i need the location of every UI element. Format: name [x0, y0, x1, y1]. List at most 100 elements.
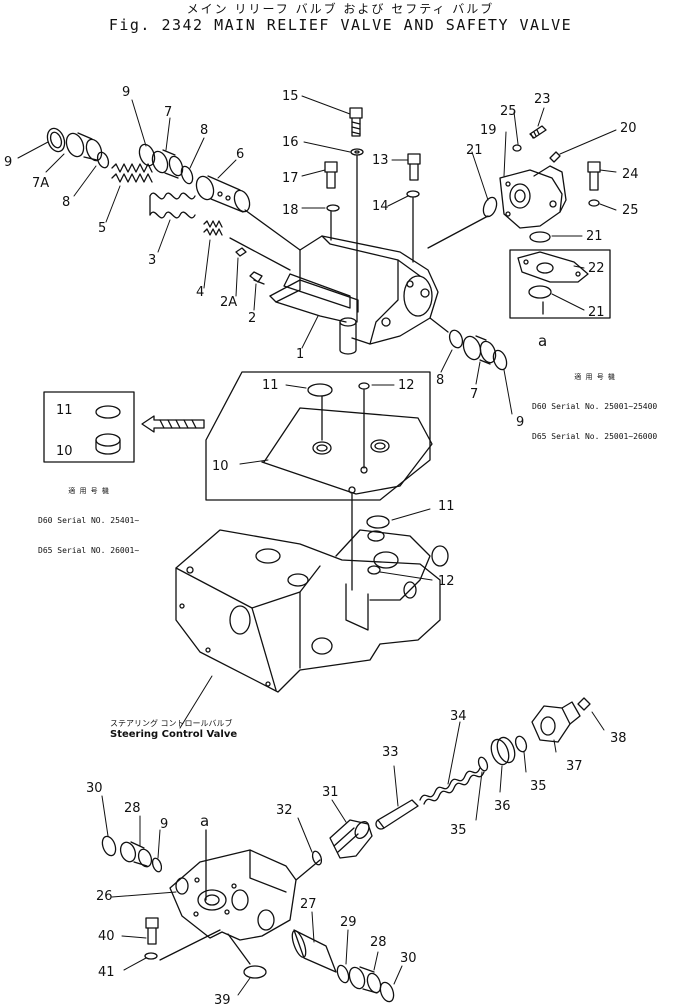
callout: 36	[494, 799, 511, 814]
callout: 35	[450, 823, 467, 838]
callout: 22	[588, 261, 605, 276]
callout: 10	[212, 459, 229, 474]
part-11-o-ring-plate	[307, 383, 333, 397]
callout: 17	[282, 171, 299, 186]
part-30-snap-ring-left	[101, 835, 117, 857]
callout: 35	[530, 779, 547, 794]
assembly-line-21	[427, 215, 489, 249]
callout: 9	[122, 85, 130, 100]
callout: a	[200, 812, 209, 830]
callout: 38	[610, 731, 627, 746]
part-11-o-ring-valve	[366, 515, 390, 529]
part-31-valve-body	[329, 819, 373, 859]
part-27-piston	[291, 929, 337, 973]
assembly-lines-left	[229, 209, 301, 271]
figure-title: Fig. 2342 MAIN RELIEF VALVE AND SAFETY V…	[108, 16, 573, 34]
callout: 41	[98, 965, 115, 980]
part-12-o-ring-plate	[358, 382, 370, 390]
serial-note-right-heading: 適 用 号 機	[574, 373, 615, 381]
leader-lines	[17, 95, 617, 996]
callout: 6	[236, 147, 244, 162]
steering-control-valve-body	[175, 529, 449, 693]
callout: 27	[300, 897, 317, 912]
callout: 37	[566, 759, 583, 774]
part-12-o-ring-valve	[367, 565, 381, 575]
arrow-to-inset	[141, 415, 205, 433]
callout: 10	[56, 444, 73, 459]
part-24-bolt	[587, 161, 601, 191]
part-10-plate	[261, 407, 433, 495]
part-28-plug-right	[348, 966, 382, 994]
part-23-screw	[529, 125, 547, 139]
callout: 13	[372, 153, 389, 168]
callout: 12	[398, 378, 415, 393]
callout: 16	[282, 135, 299, 150]
part-28-plug-left	[119, 841, 153, 868]
part-15-bolt	[349, 107, 363, 137]
part-13-bolt	[407, 153, 421, 181]
callout: 2A	[220, 295, 237, 310]
part-40-bolt	[145, 917, 159, 945]
callout: 28	[124, 801, 141, 816]
callout: 8	[436, 373, 444, 388]
part-8-o-ring-right	[448, 329, 464, 349]
serial-note-left-line2: D65 Serial NO. 26001~	[38, 546, 140, 555]
part-18-washer	[326, 204, 340, 212]
part-37-nut	[531, 701, 581, 743]
callout: a	[538, 332, 547, 350]
callout: 7	[470, 387, 478, 402]
part-21-o-ring-upper	[482, 196, 498, 218]
part-1-relief-valve-body	[269, 235, 439, 355]
part-26-safety-valve-housing	[169, 849, 297, 941]
callout: 7A	[32, 176, 49, 191]
part-32-o-ring	[311, 850, 323, 866]
callout: 21	[586, 229, 603, 244]
serial-note-left-line1: D60 Serial NO. 25401~	[38, 516, 140, 525]
callout: 9	[4, 155, 12, 170]
callout: 29	[340, 915, 357, 930]
steering-valve-caption-en: Steering Control Valve	[110, 729, 238, 740]
callout: 5	[98, 221, 106, 236]
callout: 24	[622, 167, 639, 182]
part-9-snap-ring-right	[492, 349, 508, 371]
assembly-lines-lower	[159, 829, 251, 965]
callout: 1	[296, 347, 304, 362]
part-38-screw	[577, 697, 591, 711]
callout: 12	[438, 574, 455, 589]
callout: 34	[450, 709, 467, 724]
callout: 3	[148, 253, 156, 268]
part-30-snap-ring-right	[379, 981, 395, 1003]
part-39-o-ring	[243, 965, 267, 979]
serial-note-left: 適 用 号 機 D60 Serial NO. 25401~ D65 Serial…	[38, 466, 139, 576]
inset-box-a	[509, 249, 611, 319]
callout: 9	[516, 415, 524, 430]
callout: 26	[96, 889, 113, 904]
callout: 30	[86, 781, 103, 796]
callout: 15	[282, 89, 299, 104]
callout: 14	[372, 199, 389, 214]
callout: 33	[382, 745, 399, 760]
title-japanese: メイン リリーフ バルブ および セフティ バルブ	[186, 2, 495, 16]
part-9-snap-ring-left	[46, 127, 66, 153]
callout: 9	[160, 817, 168, 832]
part-35-washer-left	[477, 756, 489, 772]
part-2a-screw	[235, 247, 247, 257]
part-25-washer-lower	[588, 199, 600, 207]
part-36-seat	[490, 736, 516, 766]
part-14-washer	[406, 190, 420, 198]
part-7a-plug	[65, 132, 103, 162]
part-7-piston-right	[462, 335, 497, 365]
callout: 2	[248, 311, 256, 326]
callout: 7	[164, 105, 172, 120]
callout: 11	[438, 499, 455, 514]
steering-valve-caption: ステアリング コントロールバルブ Steering Control Valve	[110, 718, 237, 740]
callout: 11	[56, 403, 73, 418]
part-19-cover	[499, 165, 567, 229]
callout: 8	[200, 123, 208, 138]
callout: 32	[276, 803, 293, 818]
callout: 39	[214, 993, 231, 1005]
callout: 8	[62, 195, 70, 210]
part-8-o-ring-left	[96, 151, 110, 169]
part-2-screw	[249, 271, 265, 285]
